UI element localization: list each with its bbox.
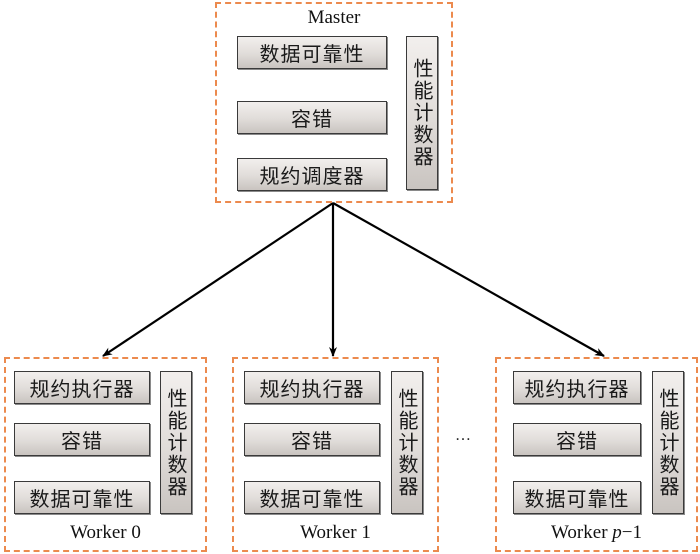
arrow-master-to-worker-0 [102,202,334,357]
master-module-fault-tolerance: 容错 [237,101,387,134]
worker-node-0: 规约执行器 容错 数据可靠性 性能计数器 Worker 0 [4,357,207,552]
worker-p-1-module-perf-counter: 性能计数器 [652,371,684,514]
worker-p-1-title-suffix: −1 [621,522,642,543]
worker-p-1-module-fault-tolerance: 容错 [513,423,641,456]
worker-1-module-perf-counter: 性能计数器 [391,371,423,514]
worker-node-p-1: 规约执行器 容错 数据可靠性 性能计数器 Worker p−1 [495,357,698,552]
arrow-master-to-worker-p-1 [332,202,605,357]
worker-0-module-data-reliability: 数据可靠性 [14,481,150,514]
worker-p-1-module-data-reliability: 数据可靠性 [513,481,641,514]
master-module-reduce-scheduler: 规约调度器 [237,158,387,191]
worker-0-title-prefix: Worker [70,522,132,543]
worker-1-module-fault-tolerance: 容错 [244,423,380,456]
worker-0-module-fault-tolerance: 容错 [14,423,150,456]
worker-1-module-reduce-executor: 规约执行器 [244,371,380,404]
worker-0-title-suffix: 0 [131,522,141,543]
master-module-perf-counter: 性能计数器 [406,36,438,190]
worker-1-title-prefix: Worker [300,522,362,543]
worker-p-1-title: Worker p−1 [497,522,696,544]
worker-1-module-data-reliability: 数据可靠性 [244,481,380,514]
worker-1-title-suffix: 1 [361,522,371,543]
worker-p-1-title-var: p [612,522,622,543]
worker-0-module-reduce-executor: 规约执行器 [14,371,150,404]
master-title: Master [307,7,361,28]
worker-1-title: Worker 1 [234,522,437,544]
worker-0-module-perf-counter: 性能计数器 [160,371,192,514]
worker-0-title: Worker 0 [6,522,205,544]
worker-node-1: 规约执行器 容错 数据可靠性 性能计数器 Worker 1 [232,357,439,552]
master-module-data-reliability: 数据可靠性 [237,36,387,69]
worker-p-1-module-reduce-executor: 规约执行器 [513,371,641,404]
master-node: Master 数据可靠性 容错 规约调度器 性能计数器 [215,2,453,203]
worker-p-1-title-prefix: Worker [551,522,613,543]
more-workers-ellipsis: … [455,427,471,444]
